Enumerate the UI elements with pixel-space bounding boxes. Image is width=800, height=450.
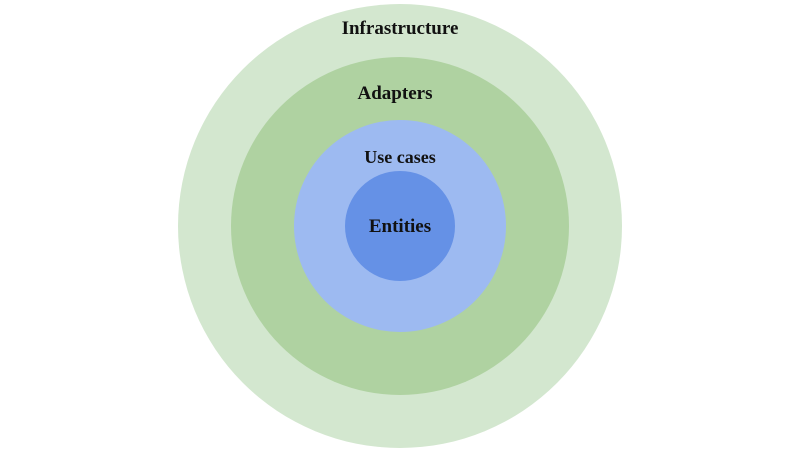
entities-core: [345, 171, 455, 281]
use-cases-label: Use cases: [364, 147, 435, 167]
infrastructure-label: Infrastructure: [342, 18, 459, 39]
entities-label: Entities: [369, 216, 431, 237]
adapters-label: Adapters: [358, 83, 433, 104]
